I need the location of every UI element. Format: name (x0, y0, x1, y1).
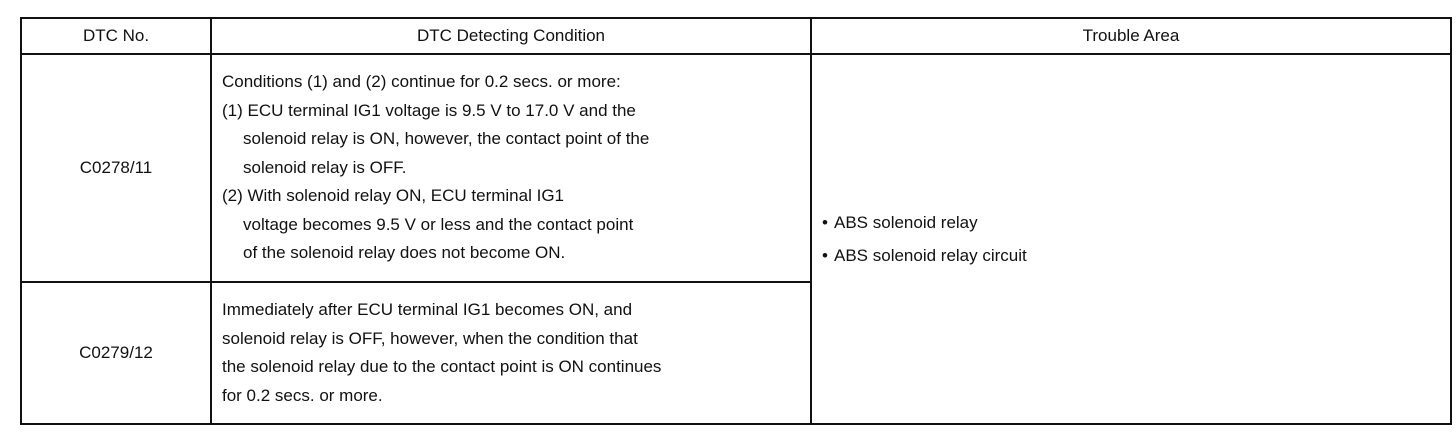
trouble-area-item-label: ABS solenoid relay circuit (834, 246, 1027, 265)
table-row: C0278/11 Conditions (1) and (2) continue… (20, 53, 1452, 425)
condition-line: (1) ECU terminal IG1 voltage is 9.5 V to… (222, 100, 636, 120)
dtc-code: C0278/11 (20, 53, 212, 283)
bullet-icon: • (822, 246, 828, 265)
header-detecting-condition: DTC Detecting Condition (210, 17, 812, 55)
condition-line: the solenoid relay due to the contact po… (222, 357, 662, 376)
condition-line: of the solenoid relay does not become ON… (243, 243, 566, 263)
condition-line: for 0.2 secs. or more. (222, 385, 383, 405)
detecting-condition: Immediately after ECU terminal IG1 becom… (210, 281, 812, 425)
table-row: C0279/12 Immediately after ECU terminal … (20, 281, 1451, 425)
trouble-area-item: • ABS solenoid relay (822, 206, 1450, 239)
trouble-area-item: • ABS solenoid relay circuit (822, 239, 1450, 272)
trouble-area-item-label: ABS solenoid relay (834, 213, 978, 232)
condition-line: solenoid relay is OFF. (243, 157, 407, 177)
condition-line: solenoid relay is ON, however, the conta… (243, 129, 650, 149)
condition-line: (2) With solenoid relay ON, ECU terminal… (222, 186, 564, 206)
header-dtc-no: DTC No. (20, 17, 212, 55)
detecting-condition: Conditions (1) and (2) continue for 0.2 … (210, 53, 812, 283)
condition-line: Conditions (1) and (2) continue for 0.2 … (222, 72, 621, 92)
dtc-code: C0279/12 (20, 281, 212, 425)
trouble-area: • ABS solenoid relay • ABS solenoid relay … (810, 53, 1452, 425)
table-header-row: DTC No. DTC Detecting Condition Trouble … (20, 17, 1452, 55)
dtc-table: DTC No. DTC Detecting Condition Trouble … (20, 17, 1452, 425)
condition-line: Immediately after ECU terminal IG1 becom… (222, 300, 633, 319)
condition-line: solenoid relay is OFF, however, when the… (222, 328, 638, 348)
condition-line: voltage becomes 9.5 V or less and the co… (243, 214, 634, 234)
bullet-icon: • (822, 213, 828, 232)
header-trouble-area: Trouble Area (810, 17, 1452, 55)
